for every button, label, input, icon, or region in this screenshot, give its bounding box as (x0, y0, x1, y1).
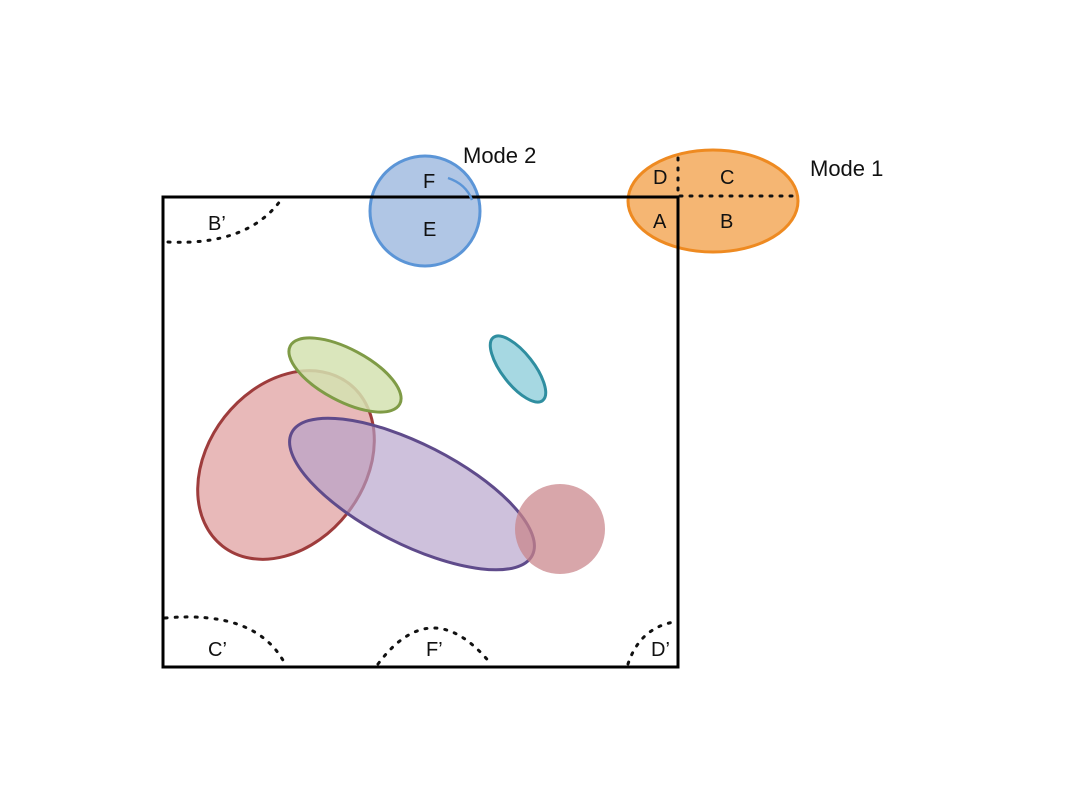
mode2-circle (368, 154, 482, 268)
label-e: E (423, 219, 436, 241)
mode2-title: Mode 2 (463, 143, 536, 168)
label-c-prime: C’ (208, 639, 227, 661)
green-ellipse (287, 336, 403, 414)
label-b: B (720, 211, 733, 233)
label-f: F (423, 171, 435, 193)
label-f-prime: F’ (426, 639, 443, 661)
c-prime-arc (163, 615, 286, 664)
label-d-prime: D’ (651, 639, 670, 661)
label-c: C (720, 167, 734, 189)
b-prime-arc (166, 195, 285, 244)
d-prime-arc (626, 620, 676, 666)
f-prime-arc (376, 626, 493, 666)
mode1-title: Mode 1 (810, 156, 883, 181)
mode2-edge-arc (447, 176, 474, 201)
label-b-prime: B’ (208, 213, 226, 235)
boundary-square (161, 195, 680, 669)
pink-circle (515, 484, 605, 574)
mode1-ellipse (626, 148, 800, 254)
label-a: A (653, 211, 667, 233)
label-d: D (653, 167, 667, 189)
cyan-ellipse (488, 334, 548, 404)
